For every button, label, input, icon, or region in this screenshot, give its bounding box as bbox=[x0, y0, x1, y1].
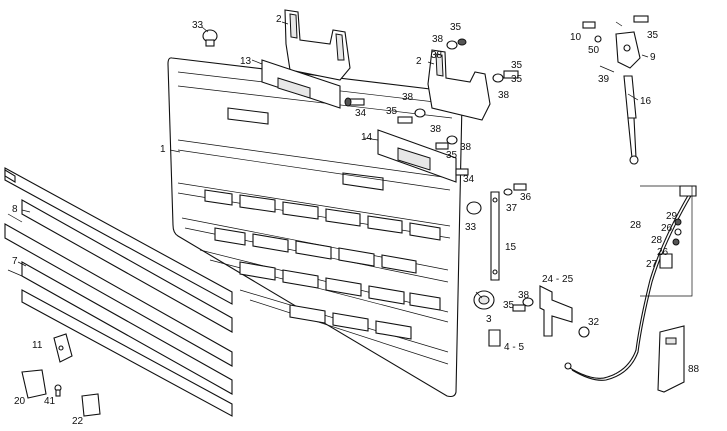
label-36: 36 bbox=[520, 192, 532, 203]
label-2: 2 bbox=[276, 14, 282, 25]
label-35: 35 bbox=[386, 106, 398, 117]
upper-mounting-brackets bbox=[261, 9, 491, 183]
release-cable-assembly bbox=[21, 185, 697, 417]
label-8: 8 bbox=[12, 204, 18, 215]
label-34: 34 bbox=[463, 174, 475, 185]
callout-labels: 33 2 13 1 34 35 38 38 2 35 35 38 38 35 3… bbox=[12, 14, 700, 427]
label-4-5: 4 - 5 bbox=[504, 342, 524, 353]
label-39: 39 bbox=[598, 74, 610, 85]
label-38: 38 bbox=[402, 92, 414, 103]
label-35: 35 bbox=[647, 30, 659, 41]
label-35: 35 bbox=[446, 150, 458, 161]
label-34: 34 bbox=[355, 108, 367, 119]
label-38: 38 bbox=[431, 50, 443, 61]
label-38: 38 bbox=[430, 124, 442, 135]
label-28: 28 bbox=[630, 220, 642, 231]
label-20: 20 bbox=[14, 396, 26, 407]
label-26: 26 bbox=[657, 247, 669, 258]
label-9: 9 bbox=[650, 52, 656, 63]
label-3: 3 bbox=[486, 314, 492, 325]
label-15: 15 bbox=[505, 242, 517, 253]
label-1: 1 bbox=[160, 144, 166, 155]
fasteners bbox=[202, 15, 649, 347]
label-10: 10 bbox=[570, 32, 582, 43]
label-7: 7 bbox=[12, 256, 18, 267]
label-35: 35 bbox=[511, 74, 523, 85]
label-2: 2 bbox=[416, 56, 422, 67]
label-33: 33 bbox=[465, 222, 477, 233]
label-32: 32 bbox=[588, 317, 600, 328]
label-14: 14 bbox=[361, 132, 373, 143]
leader-lines bbox=[17, 21, 649, 299]
label-41: 41 bbox=[44, 396, 56, 407]
label-88: 88 bbox=[688, 364, 700, 375]
label-38: 38 bbox=[518, 290, 530, 301]
label-38: 38 bbox=[432, 34, 444, 45]
label-35: 35 bbox=[503, 300, 515, 311]
label-26: 26 bbox=[661, 223, 673, 234]
label-35: 35 bbox=[450, 22, 462, 33]
label-13: 13 bbox=[240, 56, 252, 67]
label-35: 35 bbox=[511, 60, 523, 71]
label-11: 11 bbox=[32, 340, 43, 351]
label-38: 38 bbox=[460, 142, 472, 153]
label-27: 27 bbox=[646, 259, 658, 270]
label-38: 38 bbox=[498, 90, 510, 101]
label-24-25: 24 - 25 bbox=[542, 274, 574, 285]
label-37: 37 bbox=[506, 203, 518, 214]
label-50: 50 bbox=[588, 45, 600, 56]
label-16: 16 bbox=[640, 96, 652, 107]
label-29: 29 bbox=[666, 211, 678, 222]
label-28: 28 bbox=[651, 235, 663, 246]
label-33: 33 bbox=[192, 20, 204, 31]
label-22: 22 bbox=[72, 416, 84, 427]
mesh-grille-strips bbox=[4, 167, 233, 417]
